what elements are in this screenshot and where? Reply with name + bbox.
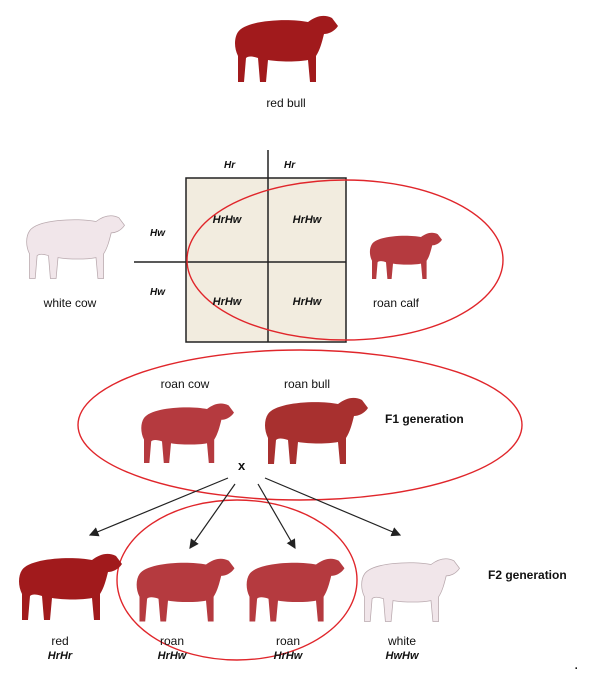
white-cow-image — [27, 216, 125, 279]
row-allele-1: Hw — [150, 228, 165, 239]
trailing-mark: . — [574, 656, 578, 674]
f2-roan-image-2 — [247, 559, 345, 622]
f2-genotype-red: HrHr — [20, 650, 100, 662]
punnett-cell: HrHw — [186, 262, 268, 342]
white-cow-label: white cow — [20, 296, 120, 310]
col-allele-2: Hr — [284, 160, 295, 171]
row-allele-2: Hw — [150, 287, 165, 298]
arrow-to-red — [90, 478, 228, 535]
f2-white-image — [362, 559, 460, 622]
punnett-cell: HrHw — [186, 178, 268, 262]
f2-roan-image-1 — [137, 559, 235, 622]
roan-calf-image — [370, 233, 442, 279]
f2-phenotype-red: red — [20, 634, 100, 648]
roan-cow-image — [141, 404, 234, 463]
roan-bull-label: roan bull — [262, 377, 352, 391]
red-bull-label: red bull — [236, 96, 336, 110]
punnett-cell: HrHw — [268, 178, 346, 262]
f2-phenotype-roan-2: roan — [248, 634, 328, 648]
f2-generation-label: F2 generation — [488, 568, 567, 582]
f2-genotype-roan-1: HrHw — [132, 650, 212, 662]
f2-red-image — [19, 554, 122, 620]
cross-symbol: x — [238, 458, 245, 473]
col-allele-1: Hr — [224, 160, 235, 171]
f2-genotype-white: HwHw — [362, 650, 442, 662]
red-bull-image — [235, 16, 338, 82]
punnett-cell: HrHw — [268, 262, 346, 342]
arrow-to-roan-2 — [258, 484, 295, 548]
f2-genotype-roan-2: HrHw — [248, 650, 328, 662]
f2-phenotype-white: white — [362, 634, 442, 648]
f1-generation-label: F1 generation — [385, 412, 464, 426]
roan-calf-label: roan calf — [356, 296, 436, 310]
roan-cow-label: roan cow — [140, 377, 230, 391]
roan-bull-image — [265, 398, 368, 464]
f2-phenotype-roan-1: roan — [132, 634, 212, 648]
